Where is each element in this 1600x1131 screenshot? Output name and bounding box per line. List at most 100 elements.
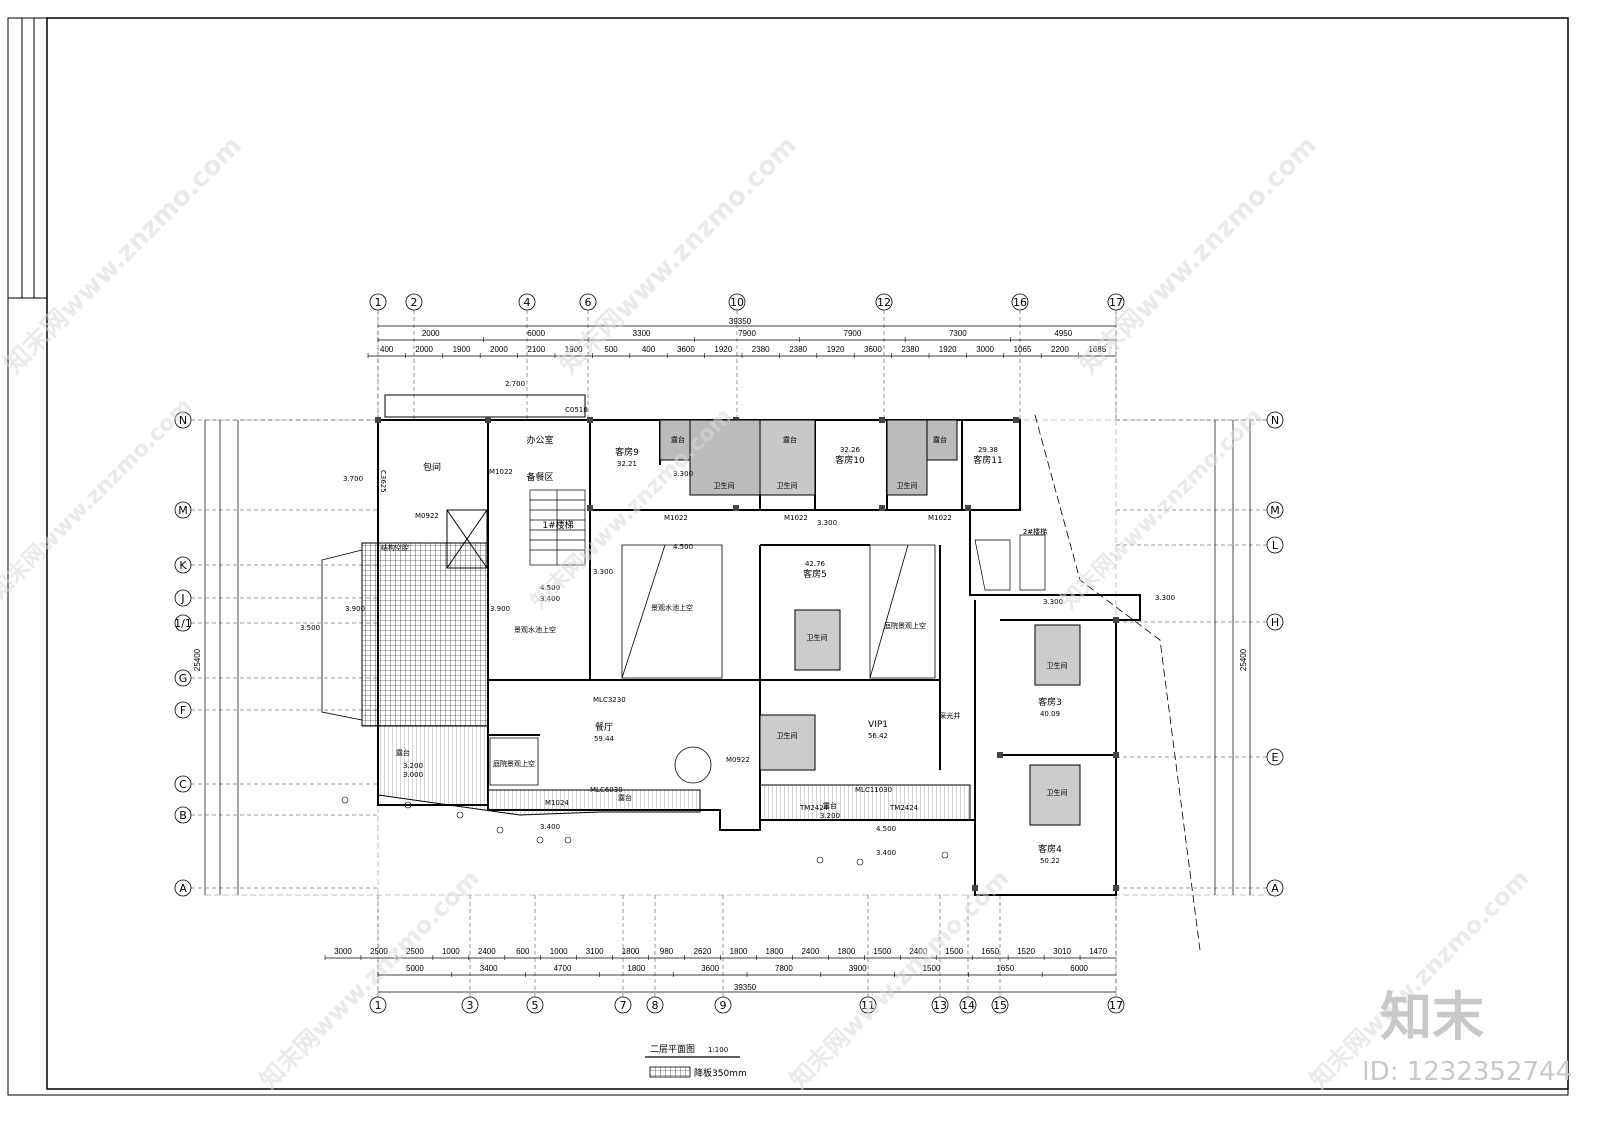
bottom-axis-bubble xyxy=(461,996,479,1014)
top-axis-label: 10 xyxy=(730,296,744,309)
bottom-total-dimension: 39350 xyxy=(734,983,757,992)
bottom-axis-bubble xyxy=(859,996,877,1014)
door-tag: C3625 xyxy=(379,470,387,493)
bottom-axis-bubble xyxy=(369,996,387,1014)
right-axis-bubble xyxy=(1266,536,1284,554)
room-label-terrace-b: 露台 xyxy=(618,793,632,802)
top-axis-bubble xyxy=(518,293,536,311)
left-dimension-lines xyxy=(204,420,239,895)
top-axis-label: 16 xyxy=(1013,296,1027,309)
dimension-text: 3600 xyxy=(677,345,695,354)
bottom-axis-bubble xyxy=(959,996,977,1014)
room-label-structure-cavity: 结构空腔 xyxy=(381,543,409,552)
room-label-courtyard-void-b: 庭院景观上空 xyxy=(493,759,535,768)
elevation-mark: 3.000 xyxy=(403,771,423,779)
landscape-dots xyxy=(341,796,949,866)
watermark-text: 知末网www.znzmo.com xyxy=(0,393,197,604)
room-area-dining: 59.44 xyxy=(594,735,615,743)
dimension-text: 2000 xyxy=(490,345,508,354)
room-area-guest-room-4: 50.22 xyxy=(1040,857,1060,865)
left-axis-bubble xyxy=(174,879,192,897)
dimension-text: 3300 xyxy=(633,329,651,338)
drawing-scale: 1:100 xyxy=(708,1046,728,1054)
room-area-guest-room-3: 40.09 xyxy=(1040,710,1060,718)
dimension-text: 500 xyxy=(604,345,618,354)
watermark-text: 知末网www.znzmo.com xyxy=(0,131,248,380)
dimension-text: 2400 xyxy=(801,947,819,956)
left-axis-bubble xyxy=(174,775,192,793)
watermark-id: ID: 1232352744 xyxy=(1362,1057,1572,1087)
left-axis-label: B xyxy=(179,809,187,822)
bottom-axis-label: 17 xyxy=(1109,999,1123,1012)
dimension-text: 1500 xyxy=(923,964,941,973)
room-area-guest-room-9: 32.21 xyxy=(617,460,637,468)
dimension-text: 400 xyxy=(642,345,656,354)
right-dimension-lines xyxy=(1214,420,1251,895)
room-label-vip1: VIP1 xyxy=(868,720,888,730)
elevation-mark: 3.500 xyxy=(300,624,320,632)
door-tag: M0922 xyxy=(726,756,750,764)
right-axis-bubble xyxy=(1266,501,1284,519)
right-axis-label: N xyxy=(1271,414,1279,427)
dimension-text: 1800 xyxy=(622,947,640,956)
left-axis-label: A xyxy=(179,882,187,895)
dimension-text: 2200 xyxy=(1051,345,1069,354)
room-label-terrace-c: 露台 xyxy=(823,801,837,810)
door-tag: TM2424 xyxy=(889,804,919,812)
room-label-guest-room-5: 客房5 xyxy=(803,568,827,580)
room-area-guest-room-5: 42.76 xyxy=(805,560,826,568)
left-axis-bubble xyxy=(174,614,192,632)
left-axis-label: J xyxy=(180,592,184,605)
room-label-pantry: 备餐区 xyxy=(526,471,553,483)
door-tag: M1022 xyxy=(489,468,513,476)
right-axis-label: L xyxy=(1272,539,1279,552)
bottom-axis-label: 8 xyxy=(652,999,659,1012)
room-label-courtyard-void-a: 庭院景观上空 xyxy=(884,621,926,630)
room-label-stair-1: 1#楼梯 xyxy=(542,519,573,531)
dimension-text: 5000 xyxy=(406,964,424,973)
top-axis-bubble xyxy=(1011,293,1029,311)
dimension-text: 3010 xyxy=(1053,947,1071,956)
dimension-text: 3900 xyxy=(849,964,867,973)
elevation-mark: 4.500 xyxy=(673,543,693,551)
dimension-text: 1000 xyxy=(442,947,460,956)
elevation-mark: 3.200 xyxy=(820,812,840,820)
bottom-axis-bubble xyxy=(646,996,664,1014)
watermark-text: 知末网www.znzmo.com xyxy=(1056,403,1267,614)
elevation-mark: 3.300 xyxy=(817,519,837,527)
room-label-terrace-e: 露台 xyxy=(783,435,797,444)
watermark-text: 知末网www.znzmo.com xyxy=(784,864,1014,1094)
elevation-mark: 2.700 xyxy=(505,380,525,388)
bottom-axis-bubble xyxy=(614,996,632,1014)
dimension-text: 2000 xyxy=(422,329,440,338)
dimension-text: 3600 xyxy=(864,345,882,354)
dimension-text: 1650 xyxy=(996,964,1014,973)
right-axis-bubble xyxy=(1266,879,1284,897)
terrace-left xyxy=(377,725,701,816)
elevation-mark: 3.300 xyxy=(1155,594,1175,602)
elevator xyxy=(446,509,488,569)
right-axis-bubble xyxy=(1266,613,1284,631)
bottom-axis-label: 9 xyxy=(720,999,727,1012)
right-total-dimension: 25400 xyxy=(1239,648,1248,671)
dimension-text: 1800 xyxy=(627,964,645,973)
left-axis-bubble xyxy=(174,669,192,687)
door-tag: M1022 xyxy=(664,514,688,522)
bottom-axis-label: 13 xyxy=(933,999,947,1012)
drawing-title: 二层平面图 xyxy=(650,1044,695,1055)
room-label-stair-2: 2#楼梯 xyxy=(1023,527,1047,536)
elevation-mark: 3.400 xyxy=(540,595,560,603)
room-label-bathroom-a: 卫生间 xyxy=(714,481,735,490)
bottom-axis-bubble xyxy=(991,996,1009,1014)
dimension-text: 3000 xyxy=(334,947,352,956)
room-label-bathroom-c: 卫生间 xyxy=(897,481,918,490)
room-label-bathroom-g: 卫生间 xyxy=(1047,788,1068,797)
door-tag: MLC3230 xyxy=(593,696,626,704)
dimension-text: 2380 xyxy=(752,345,770,354)
dimension-text: 400 xyxy=(380,345,394,354)
balcony-top-rail xyxy=(384,394,586,418)
